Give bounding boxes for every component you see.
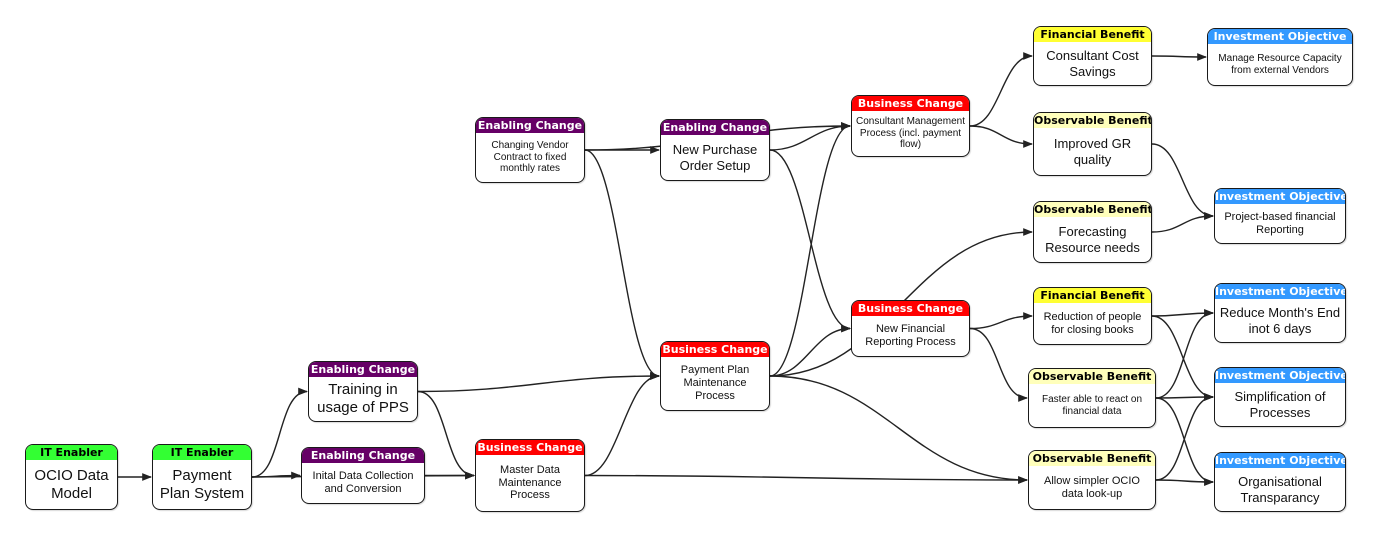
node-training-in-usage-of-pps[interactable]: Enabling Change Training in usage of PPS <box>308 361 418 422</box>
node-label: Payment Plan Maintenance Process <box>680 364 750 402</box>
connector-master_data-to-payment_plan_process <box>584 372 660 477</box>
node-forecasting-resource-needs[interactable]: Observable Benefit Forecasting Resource … <box>1033 201 1152 263</box>
node-header: Observable Benefit <box>1034 202 1152 217</box>
node-header: Investment Objective <box>1215 368 1346 383</box>
connector-master_data-to-simpler_lookup <box>584 474 1028 484</box>
node-simplification-of-processes[interactable]: Investment Objective Simplification of P… <box>1214 367 1346 427</box>
connector-reduction_people-to-simplification <box>1151 315 1214 401</box>
node-improved-gr-quality[interactable]: Observable Benefit Improved GR quality <box>1033 112 1152 176</box>
node-header: Observable Benefit <box>1029 451 1155 466</box>
node-header: Business Change <box>852 301 969 316</box>
connector-cost_savings-to-resource_capacity <box>1151 53 1207 61</box>
connector-purchase_order-to-consultant_process <box>769 122 851 151</box>
node-allow-simpler-ocio-lookup[interactable]: Observable Benefit Allow simpler OCIO da… <box>1028 450 1156 510</box>
connector-simpler_lookup-to-simplification <box>1155 393 1214 481</box>
node-new-financial-reporting-process[interactable]: Business Change New Financial Reporting … <box>851 300 970 357</box>
node-label: Consultant Management Process (incl. pay… <box>856 115 965 151</box>
connector-training-to-master_data <box>417 390 475 480</box>
node-header: Investment Objective <box>1208 29 1352 44</box>
node-header: Business Change <box>661 342 769 357</box>
node-header: Enabling Change <box>302 448 424 463</box>
node-label: Master Data Maintenance Process <box>498 463 562 502</box>
node-organisational-transparancy[interactable]: Investment Objective Organisational Tran… <box>1214 452 1346 512</box>
node-changing-vendor-contract[interactable]: Enabling Change Changing Vendor Contract… <box>475 117 585 183</box>
node-consultant-management-process[interactable]: Business Change Consultant Management Pr… <box>851 95 970 157</box>
node-header: IT Enabler <box>26 445 117 460</box>
node-inital-data-collection[interactable]: Enabling Change Inital Data Collection a… <box>301 447 425 504</box>
node-label: Reduction of people for closing books <box>1043 310 1142 336</box>
connector-payment_plan_process-to-financial_reporting <box>769 324 851 377</box>
node-label: Simplification of Processes <box>1234 389 1326 420</box>
node-payment-plan-maintenance-process[interactable]: Business Change Payment Plan Maintenance… <box>660 341 770 411</box>
node-label: Consultant Cost Savings <box>1046 48 1139 79</box>
node-manage-resource-capacity[interactable]: Investment Objective Manage Resource Cap… <box>1207 28 1353 86</box>
node-label: Allow simpler OCIO data look-up <box>1044 474 1140 500</box>
node-header: Observable Benefit <box>1034 113 1152 128</box>
connector-vendor_contract-to-payment_plan_process <box>584 149 660 380</box>
node-header: Investment Objective <box>1215 453 1346 468</box>
node-header: Financial Benefit <box>1034 288 1151 303</box>
edge-layer <box>118 52 1214 486</box>
node-label: Inital Data Collection and Conversion <box>312 470 414 495</box>
node-header: Enabling Change <box>309 362 417 377</box>
node-master-data-maintenance-process[interactable]: Business Change Master Data Maintenance … <box>475 439 585 512</box>
connector-consultant_process-to-gr_quality <box>969 125 1033 148</box>
node-header: Business Change <box>852 96 969 111</box>
node-label: Forecasting Resource needs <box>1045 224 1140 255</box>
node-label: Changing Vendor Contract to fixed monthl… <box>491 139 569 175</box>
connector-forecasting-to-project_reporting <box>1151 212 1214 233</box>
node-reduce-months-end[interactable]: Investment Objective Reduce Month's End … <box>1214 283 1346 343</box>
node-label: Improved GR quality <box>1053 136 1132 167</box>
connector-purchase_order-to-financial_reporting <box>769 149 851 333</box>
node-header: Enabling Change <box>661 120 769 135</box>
connector-simpler_lookup-to-transparency <box>1155 478 1214 486</box>
node-consultant-cost-savings[interactable]: Financial Benefit Consultant Cost Saving… <box>1033 26 1152 86</box>
node-header: IT Enabler <box>153 445 251 460</box>
node-header: Financial Benefit <box>1034 27 1151 42</box>
node-payment-plan-system[interactable]: IT Enabler Payment Plan System <box>152 444 252 510</box>
node-label: New Purchase Order Setup <box>672 142 758 173</box>
node-header: Investment Objective <box>1215 284 1346 299</box>
node-label: OCIO Data Model <box>34 466 109 502</box>
node-label: Reduce Month's End inot 6 days <box>1219 305 1341 336</box>
node-project-based-financial-reporting[interactable]: Investment Objective Project-based finan… <box>1214 188 1346 244</box>
node-label: Project-based financial Reporting <box>1224 210 1336 236</box>
node-label: Faster able to react on financial data <box>1041 393 1143 417</box>
connector-payment_plan_process-to-consultant_process <box>769 122 851 377</box>
node-new-purchase-order-setup[interactable]: Enabling Change New Purchase Order Setup <box>660 119 770 181</box>
connector-financial_reporting-to-reduction_people <box>969 312 1033 330</box>
connector-faster_react-to-simplification <box>1155 393 1214 401</box>
connector-faster_react-to-months_end <box>1155 309 1214 399</box>
connector-payment_plan_process-to-simpler_lookup <box>769 375 1028 484</box>
node-label: Payment Plan System <box>159 466 245 502</box>
node-label: Manage Resource Capacity from external V… <box>1218 52 1342 76</box>
node-ocio-data-model[interactable]: IT Enabler OCIO Data Model <box>25 444 118 510</box>
node-header: Business Change <box>476 440 584 455</box>
node-label: Organisational Transparancy <box>1238 474 1322 505</box>
connector-training-to-payment_plan_process <box>417 372 660 393</box>
connector-pps-to-training <box>251 387 308 478</box>
node-label: New Financial Reporting Process <box>865 323 956 348</box>
connector-consultant_process-to-cost_savings <box>969 52 1033 127</box>
node-faster-able-to-react[interactable]: Observable Benefit Faster able to react … <box>1028 368 1156 428</box>
node-header: Observable Benefit <box>1029 369 1155 384</box>
connector-gr_quality-to-project_reporting <box>1151 143 1214 220</box>
node-reduction-of-people[interactable]: Financial Benefit Reduction of people fo… <box>1033 287 1152 345</box>
node-header: Enabling Change <box>476 118 584 133</box>
node-label: Training in usage of PPS <box>317 381 409 416</box>
connector-financial_reporting-to-faster_react <box>969 327 1028 402</box>
node-header: Investment Objective <box>1215 189 1346 204</box>
